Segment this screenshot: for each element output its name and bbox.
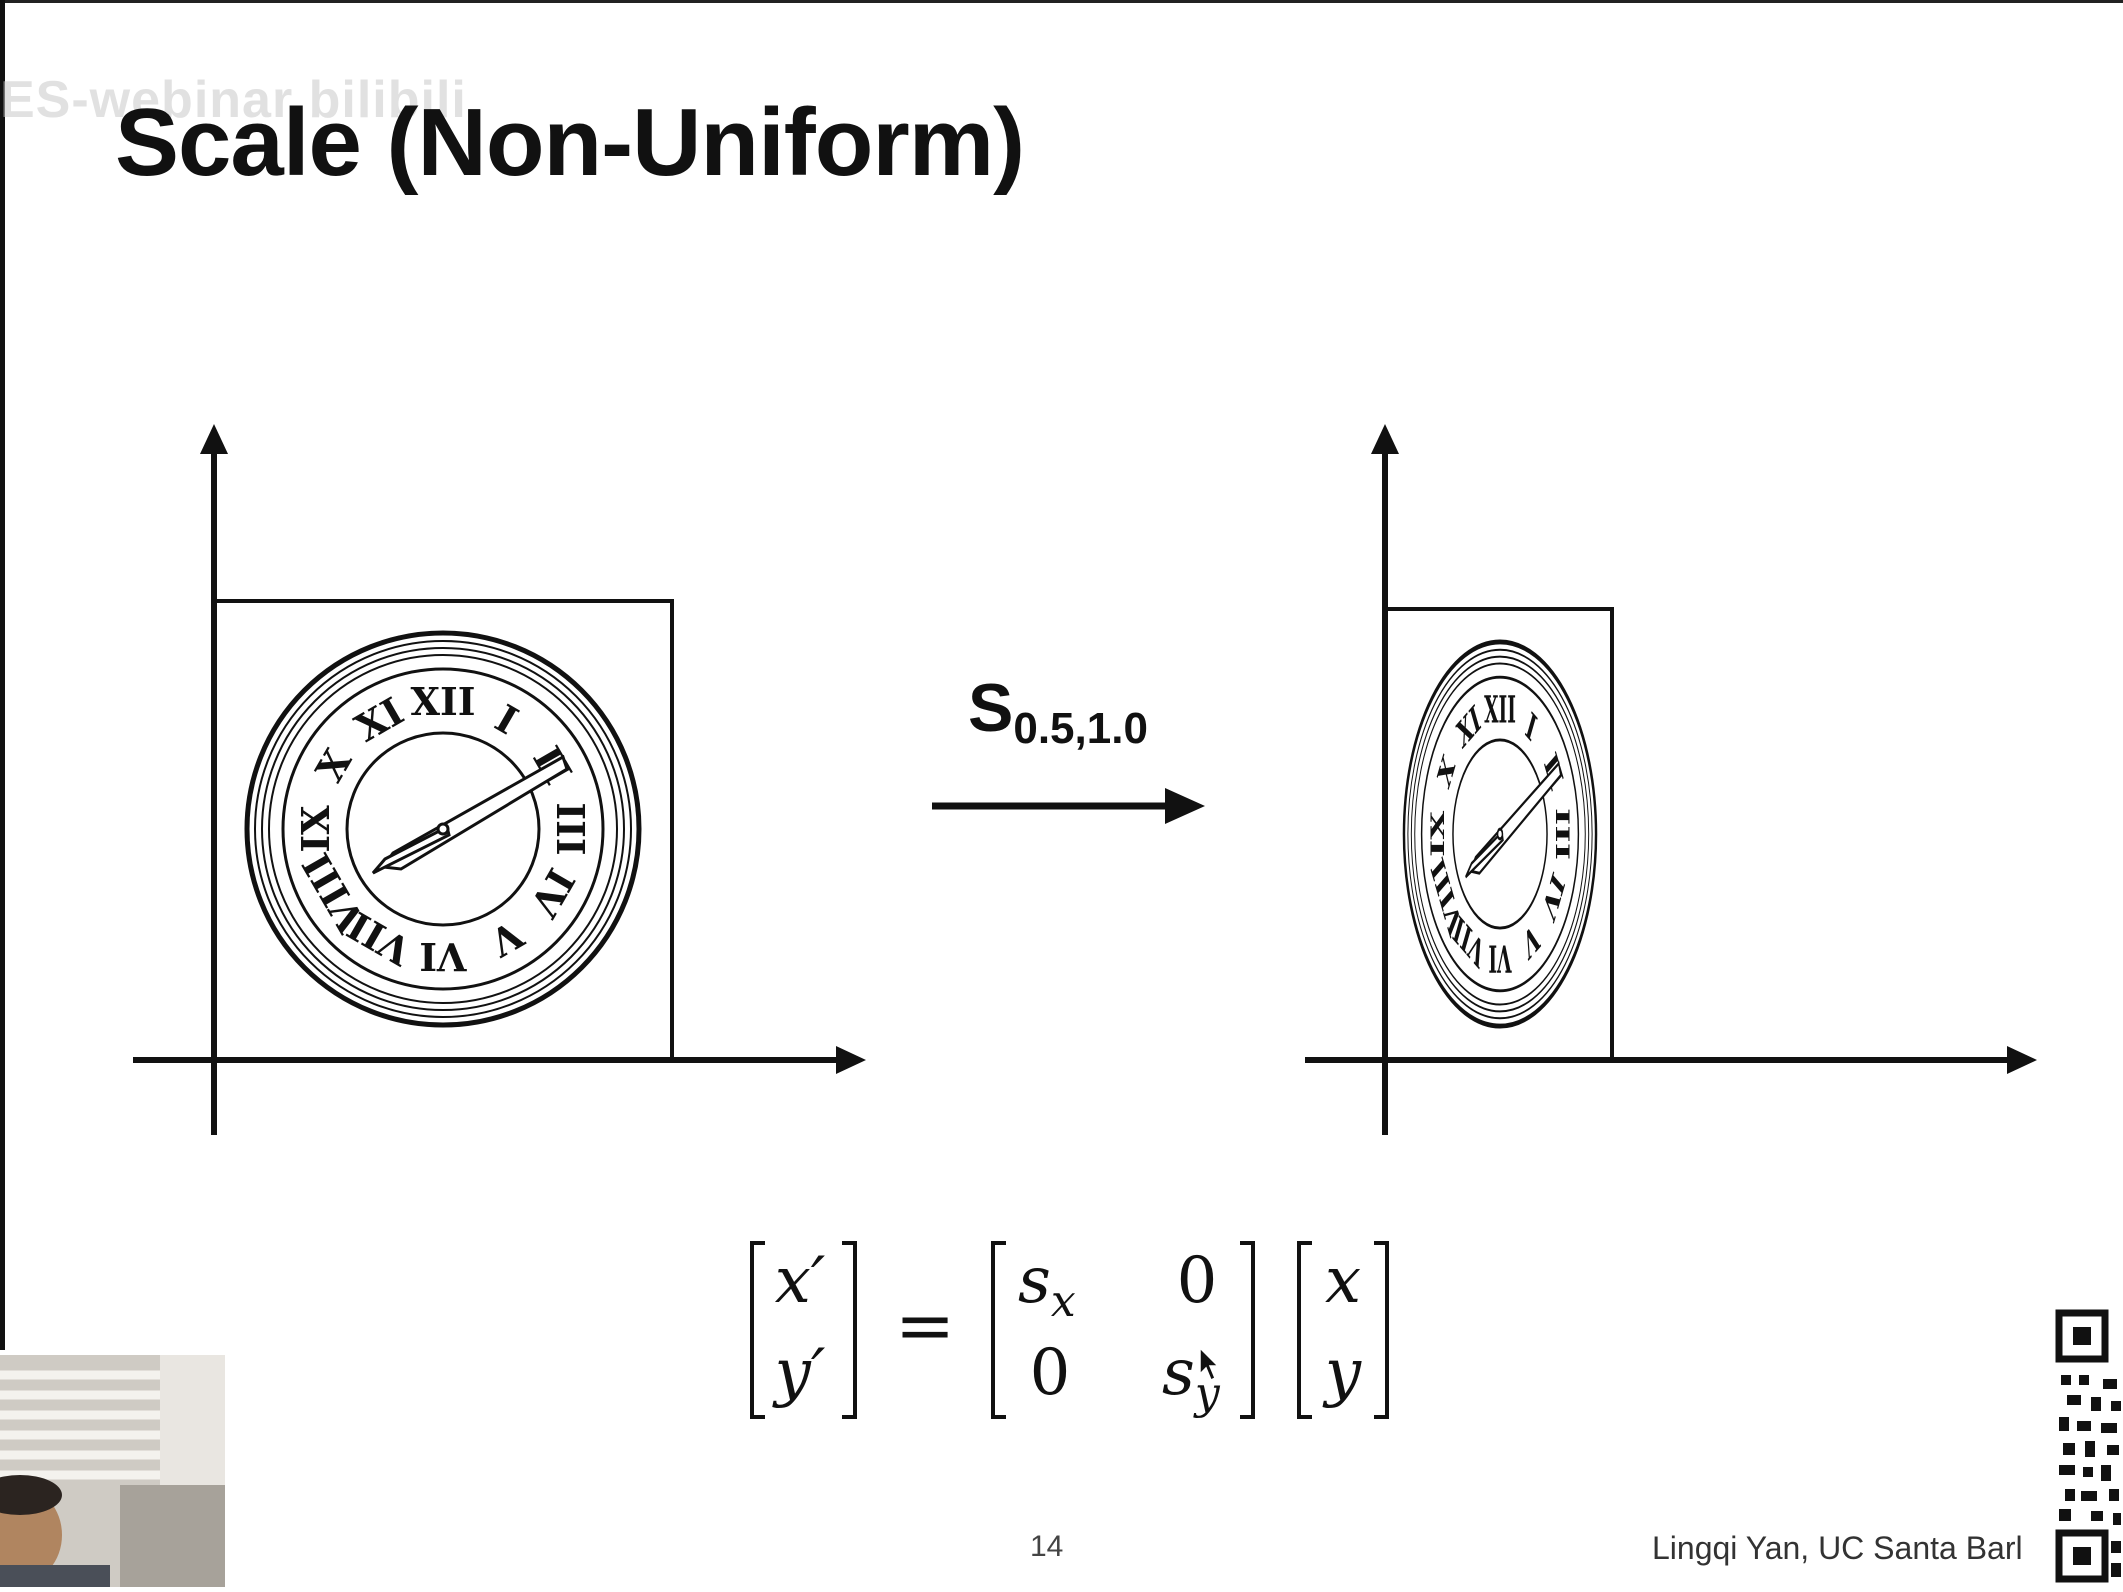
matrix-left-bracket	[991, 1241, 1006, 1419]
left-bounding-box	[212, 599, 674, 1062]
footer-author: Lingqi Yan, UC Santa Barl	[1652, 1530, 2023, 1566]
qr-code-icon	[2055, 1305, 2123, 1587]
equals-sign: =	[895, 1283, 955, 1367]
presenter-webcam	[0, 1355, 225, 1587]
left-border	[0, 0, 5, 1350]
lhs-left-bracket	[750, 1241, 765, 1419]
clock-icon	[247, 633, 639, 1025]
left-y-arrow-icon	[200, 424, 228, 454]
page-number: 14	[1030, 1530, 1064, 1563]
matrix-sy: sy	[1162, 1336, 1221, 1419]
right-bounding-box	[1383, 607, 1614, 1062]
scale-equation: x′ y′ = sx 0 0 sy x y	[750, 1241, 1389, 1419]
right-x-arrow-icon	[2007, 1046, 2037, 1074]
transform-label: S0.5,1.0	[968, 670, 1148, 753]
right-y-arrow-icon	[1371, 424, 1399, 454]
arrow-head-icon	[1165, 788, 1205, 824]
matrix-sx: sx	[1018, 1244, 1076, 1327]
slide-title: Scale (Non-Uniform)	[115, 89, 1025, 196]
bilibili-watermark: ES-webinar bilibili	[0, 71, 467, 129]
rhs-right-bracket	[1374, 1241, 1389, 1419]
lhs-x-prime: x′	[775, 1244, 826, 1318]
left-plot	[133, 424, 866, 1135]
rhs-y: y	[1322, 1336, 1362, 1410]
rhs-x: x	[1325, 1244, 1361, 1318]
matrix-zero-top: 0	[1177, 1244, 1218, 1318]
lhs-y-prime: y′	[772, 1336, 826, 1410]
top-border	[0, 0, 2123, 3]
squashed-clock-icon	[1404, 642, 1596, 1026]
lhs-right-bracket	[842, 1241, 857, 1419]
mouse-cursor-icon	[1199, 1346, 1220, 1382]
left-x-arrow-icon	[836, 1046, 866, 1074]
transform-arrow	[932, 788, 1205, 824]
rhs-left-bracket	[1297, 1241, 1312, 1419]
right-plot	[1305, 424, 2037, 1135]
matrix-right-bracket	[1240, 1241, 1255, 1419]
transform-subscript: 0.5,1.0	[1013, 704, 1148, 753]
matrix-zero-bottom: 0	[1030, 1336, 1071, 1410]
